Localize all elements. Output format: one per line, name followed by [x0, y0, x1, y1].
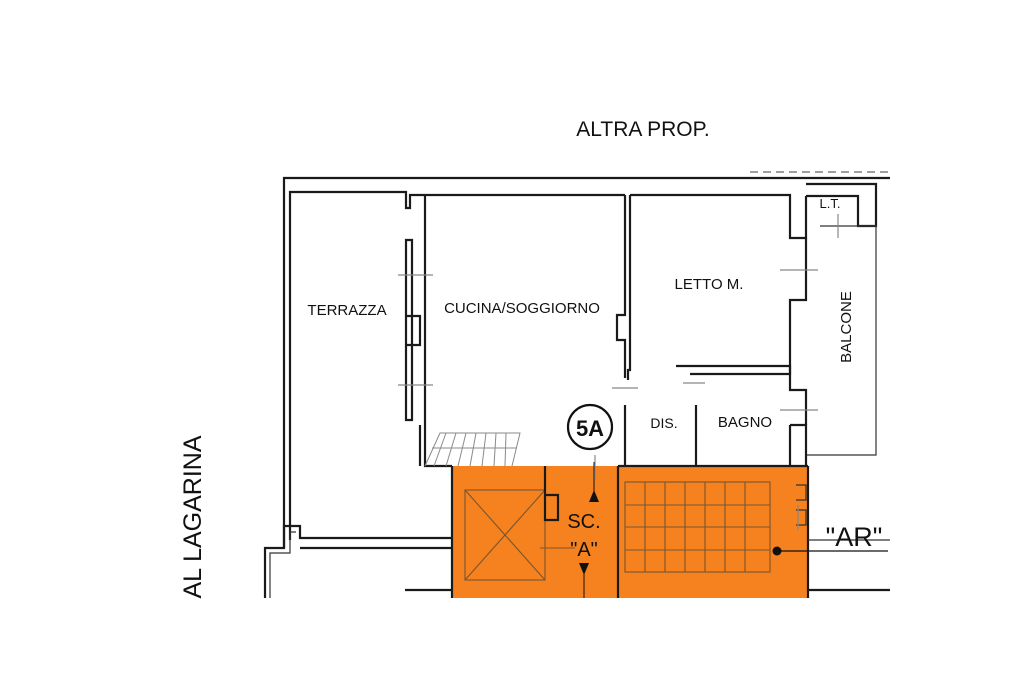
unit-badge: [566, 403, 614, 451]
window-marks: [398, 214, 839, 530]
stairwell-area: [452, 462, 888, 598]
kitchen-living-label: CUCINA/SOGGIORNO: [444, 300, 600, 317]
entry-steps-hatch: [424, 432, 521, 467]
unit-label: 5A: [576, 416, 604, 441]
hallway-label: DIS.: [650, 415, 677, 431]
stairwell-fill: [452, 466, 808, 598]
stair-label-line1: SC.: [567, 511, 600, 533]
balcony-label: BALCONE: [838, 291, 855, 363]
elevator-shaft: [464, 489, 546, 581]
master-bedroom-label: LETTO M.: [675, 276, 744, 293]
terrace-label: TERRAZZA: [307, 302, 386, 319]
stair-label-line2: "A": [570, 539, 598, 561]
bathroom-label: BAGNO: [718, 414, 772, 431]
stair-code-label: "AR": [826, 522, 883, 552]
street-label: AL LAGARINA: [179, 435, 207, 598]
stair-treads: [624, 481, 771, 573]
neighbor-label: ALTRA PROP.: [576, 118, 709, 141]
outer-walls: [263, 176, 890, 598]
laundry-label: L.T.: [820, 196, 841, 211]
